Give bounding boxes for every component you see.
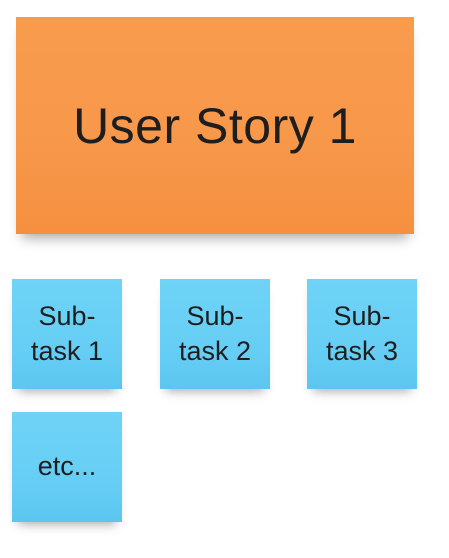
subtask-label-2: Sub- task 2 [178,300,252,366]
user-story-note[interactable]: User Story 1 [16,17,414,234]
subtask-note-3[interactable]: Sub- task 3 [307,279,417,389]
subtask-label-1: Sub- task 1 [30,300,104,366]
subtask-note-1[interactable]: Sub- task 1 [12,279,122,389]
etc-label: etc... [37,451,97,482]
subtask-note-2[interactable]: Sub- task 2 [160,279,270,389]
user-story-label: User Story 1 [73,97,357,154]
etc-note[interactable]: etc... [12,412,122,522]
subtask-label-3: Sub- task 3 [325,300,399,366]
